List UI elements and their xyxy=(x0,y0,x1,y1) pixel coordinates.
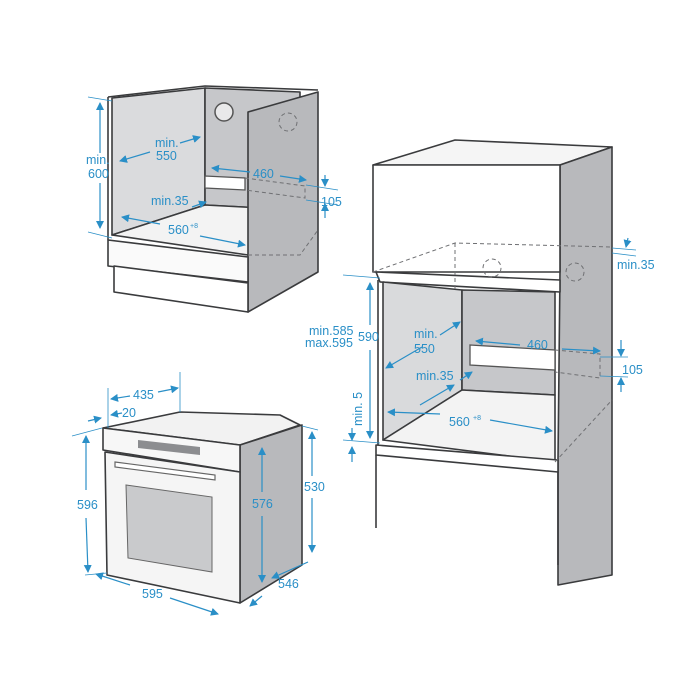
oven-housing-top-box xyxy=(372,164,561,273)
tall-cabinet-shelf xyxy=(375,271,561,293)
depth-top: 435 xyxy=(133,388,154,402)
side-height: 530 xyxy=(304,480,325,494)
cabinet-plinth-base xyxy=(113,265,249,313)
vent-hole-icon xyxy=(214,102,234,122)
oven-width: 595 xyxy=(142,587,163,601)
height-value: 600 xyxy=(88,167,109,181)
under-counter-cabinet xyxy=(107,85,319,313)
height-value: 590 xyxy=(358,330,379,344)
back-gap: min.35 xyxy=(151,194,189,208)
oven-height: 596 xyxy=(77,498,98,512)
width-tolerance: +8 xyxy=(473,415,481,422)
niche-cutout xyxy=(469,344,556,371)
cabinet-right-panel xyxy=(247,91,319,313)
bottom-gap: min. 5 xyxy=(351,392,365,426)
cutout-width: 460 xyxy=(253,167,274,181)
height-max: max.595 xyxy=(305,336,353,350)
under-counter-dimensions: min. 600 min. 550 460 105 min.35 560 +8 xyxy=(86,96,342,248)
width-value: 560 xyxy=(449,415,470,429)
depth-label: min. xyxy=(155,136,179,150)
cutout-width: 460 xyxy=(527,338,548,352)
cabinet-cutout xyxy=(204,175,246,191)
oven-display xyxy=(138,440,200,455)
hidden-vent-hole-icon xyxy=(278,112,298,132)
inner-height: 576 xyxy=(252,497,273,511)
hidden-vent-hole-icon xyxy=(565,262,585,282)
back-gap: min.35 xyxy=(416,369,454,383)
oven-door-handle xyxy=(114,461,216,481)
oven-window xyxy=(125,484,213,573)
hidden-vent-hole-icon xyxy=(482,258,502,278)
oven-dimensions: 435 20 596 576 530 595 546 xyxy=(71,372,325,616)
tall-cabinet-side xyxy=(557,146,613,586)
width-tolerance: +8 xyxy=(190,223,198,230)
cutout-height: 105 xyxy=(622,363,643,377)
width-value: 560 xyxy=(168,223,189,237)
cutout-height: 105 xyxy=(321,195,342,209)
depth-label: min. xyxy=(414,327,438,341)
depth-value: 550 xyxy=(156,149,177,163)
cabinet-plinth-front xyxy=(107,239,249,283)
depth-value: 550 xyxy=(414,342,435,356)
height-label: min. xyxy=(86,153,110,167)
height-min: min.585 xyxy=(309,324,354,338)
tall-cabinet-dimensions: min.35 590 min.585 max.595 min. 550 460 … xyxy=(305,237,655,462)
oven xyxy=(102,411,303,604)
front-thickness: 20 xyxy=(122,406,136,420)
oven-depth: 546 xyxy=(278,577,299,591)
tall-cabinet xyxy=(372,139,613,586)
top-gap: min.35 xyxy=(617,258,655,272)
